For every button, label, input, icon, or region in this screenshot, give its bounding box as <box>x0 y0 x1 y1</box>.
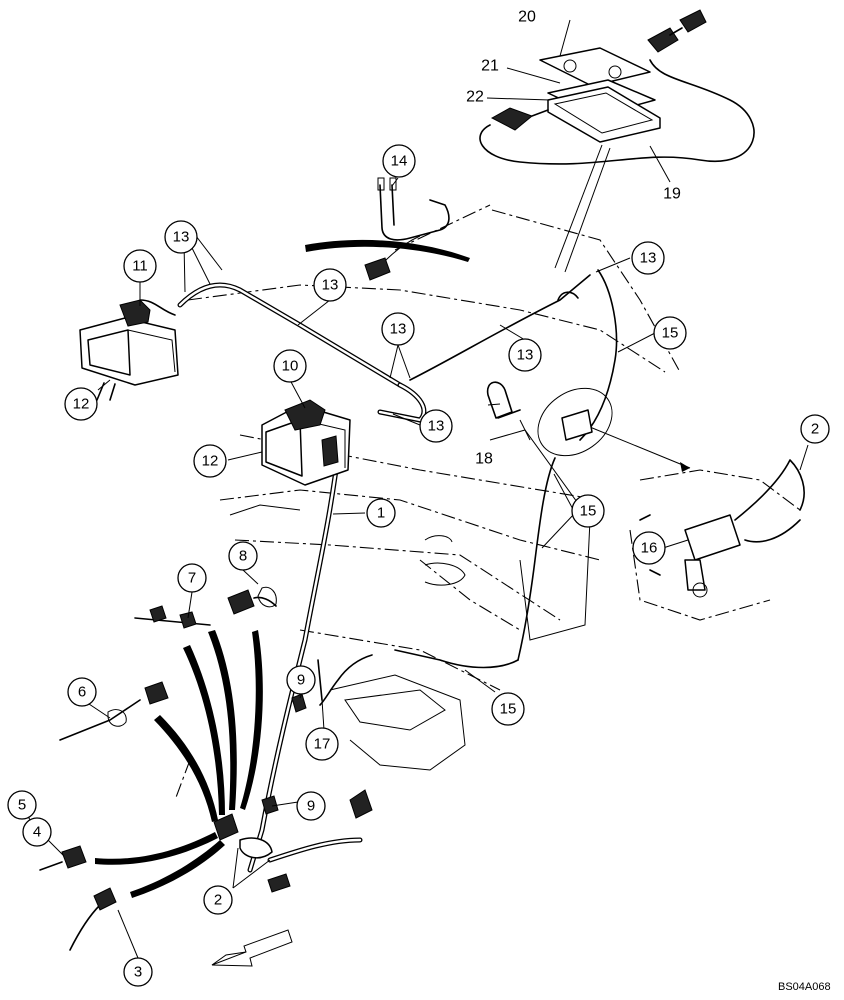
callout-1: 1 <box>366 498 396 528</box>
callout-4-label: 4 <box>33 824 41 841</box>
callout-15-mid: 15 <box>571 494 605 528</box>
clamp-18 <box>486 381 521 419</box>
callout-9-lower: 9 <box>296 791 326 821</box>
callout-12-left-label: 12 <box>73 396 90 413</box>
seat-switch-assembly <box>479 9 755 165</box>
callout-16-label: 16 <box>641 540 658 557</box>
left-connectors <box>39 586 373 951</box>
callout-3: 3 <box>123 957 153 987</box>
callout-15-bottom: 15 <box>491 692 525 726</box>
work-light-center <box>261 399 351 486</box>
callout-2-bottom-label: 2 <box>214 892 222 909</box>
callout-11: 11 <box>123 249 157 283</box>
callout-22-label: 22 <box>466 89 484 106</box>
callout-9-upper-label: 9 <box>297 672 305 689</box>
callout-1-label: 1 <box>377 505 385 522</box>
callout-7: 7 <box>177 563 207 593</box>
callout-15-top-label: 15 <box>662 325 679 342</box>
callout-10-label: 10 <box>282 358 299 375</box>
leader-lines <box>23 19 809 959</box>
callout-13-top-right-label: 13 <box>640 250 657 267</box>
callout-6-label: 6 <box>78 684 86 701</box>
connection-arrows <box>95 239 470 898</box>
work-light-left <box>79 299 179 401</box>
main-harness <box>177 282 427 873</box>
callout-13-top-left-label: 13 <box>173 229 190 246</box>
callout-11-label: 11 <box>132 258 148 275</box>
callout-3-label: 3 <box>134 964 142 981</box>
callout-2-right-label: 2 <box>811 421 819 438</box>
callout-4: 4 <box>22 817 52 847</box>
drawing-code: BS04A068 <box>778 981 831 993</box>
callout-15-mid-label: 15 <box>580 503 597 520</box>
callout-16: 16 <box>632 531 666 565</box>
callout-17-label: 17 <box>314 736 331 753</box>
jumper-wire-14 <box>364 177 450 281</box>
callout-13-lower-center: 13 <box>419 409 453 443</box>
callout-13-rear: 13 <box>508 338 542 372</box>
callout-9-lower-label: 9 <box>307 798 315 815</box>
callout-6: 6 <box>67 677 97 707</box>
callout-19-label: 19 <box>663 186 681 203</box>
callout-5: 5 <box>7 790 37 820</box>
callout-9-upper: 9 <box>286 665 316 695</box>
callout-15-bottom-label: 15 <box>500 701 517 718</box>
callout-17: 17 <box>305 727 339 761</box>
callout-8-label: 8 <box>239 548 247 565</box>
callout-15-top: 15 <box>653 316 687 350</box>
switch-module-inset <box>537 387 805 598</box>
callout-5-label: 5 <box>18 797 26 814</box>
callout-20-label: 20 <box>518 9 536 26</box>
callout-8: 8 <box>228 541 258 571</box>
callout-13-top-left: 13 <box>164 220 198 254</box>
callout-13-center-label: 13 <box>390 321 407 338</box>
rear-wire-runs <box>317 144 691 706</box>
callout-7-label: 7 <box>188 570 196 587</box>
callout-14: 14 <box>382 144 416 178</box>
callout-13-lower-center-label: 13 <box>428 418 445 435</box>
callout-13-mid-left-label: 13 <box>322 277 339 294</box>
callout-13-mid-left: 13 <box>313 268 347 302</box>
callout-13-top-right: 13 <box>631 241 665 275</box>
front-direction-arrow <box>211 929 293 967</box>
callout-21-label: 21 <box>481 58 499 75</box>
callout-13-rear-label: 13 <box>517 347 534 364</box>
callout-12-center-label: 12 <box>202 453 219 470</box>
callout-10: 10 <box>273 349 307 383</box>
callout-13-center: 13 <box>381 312 415 346</box>
callout-18-label: 18 <box>475 451 493 468</box>
callout-2-bottom: 2 <box>203 885 233 915</box>
callout-12-center: 12 <box>193 444 227 478</box>
callout-12-left: 12 <box>64 387 98 421</box>
callout-14-label: 14 <box>391 153 408 170</box>
callout-2-right: 2 <box>800 414 830 444</box>
